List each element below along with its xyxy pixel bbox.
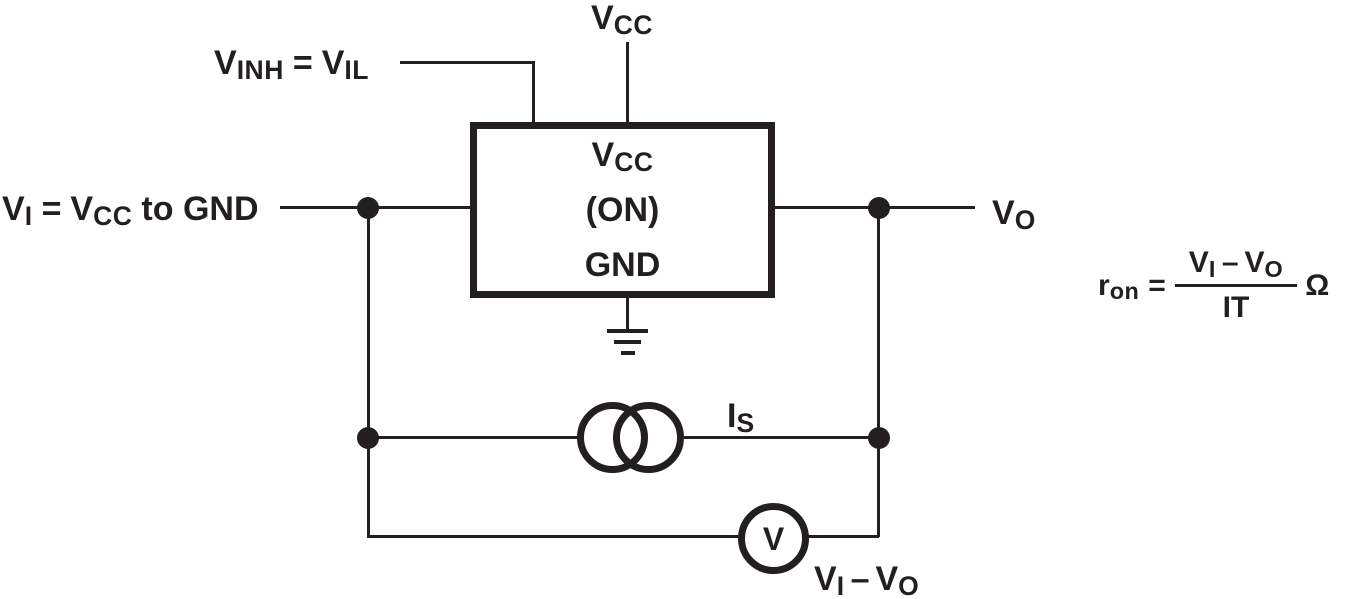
ground-bar-1 — [607, 329, 648, 333]
inhibit-input-label: VINH=VIL — [214, 44, 369, 86]
junction-dot-input — [357, 197, 379, 219]
wire-source-left — [368, 436, 578, 439]
equation-denominator: IT — [1222, 291, 1250, 324]
equation-equals: = — [1148, 268, 1166, 302]
junction-dot-source-right — [868, 427, 890, 449]
output-voltage-label: VO — [992, 194, 1036, 236]
dut-box: VCC (ON) GND — [470, 122, 775, 298]
current-source-circle-right — [613, 402, 684, 473]
equation-numerator: VI–VO — [1188, 246, 1284, 282]
wire-bottom-right — [808, 535, 879, 538]
ground-bar-2 — [614, 340, 641, 344]
equation-unit: Ω — [1305, 268, 1330, 302]
wire-source-right — [684, 436, 878, 439]
ron-equation: ron = VI–VO IT Ω — [1098, 248, 1329, 323]
equation-lhs: ron — [1098, 268, 1140, 305]
wire-inhibit-vertical — [532, 61, 535, 122]
junction-dot-output — [868, 197, 890, 219]
wire-inhibit-horizontal — [400, 61, 535, 64]
wire-bottom-left — [367, 535, 738, 538]
dut-gnd-pin-label: GND — [584, 246, 661, 284]
voltmeter-letter: V — [762, 520, 785, 557]
wire-output-column — [877, 208, 880, 537]
dut-state-label: (ON) — [585, 191, 660, 229]
ground-bar-3 — [621, 351, 635, 355]
equation-fraction: VI–VO IT — [1174, 246, 1298, 324]
wire-ground-stem — [626, 298, 629, 330]
wire-input-column-lower — [367, 438, 370, 538]
dut-vcc-pin-label: VCC — [591, 136, 654, 178]
supply-voltage-label: VCC — [591, 0, 653, 41]
meter-reading-label: VI–VO — [814, 560, 920, 599]
junction-dot-source-left — [357, 427, 379, 449]
voltmeter-icon: V — [738, 503, 809, 574]
fraction-bar — [1174, 284, 1298, 287]
wire-supply-drop — [626, 42, 629, 122]
wire-input-column-upper — [367, 208, 370, 438]
source-current-label: IS — [727, 397, 755, 439]
